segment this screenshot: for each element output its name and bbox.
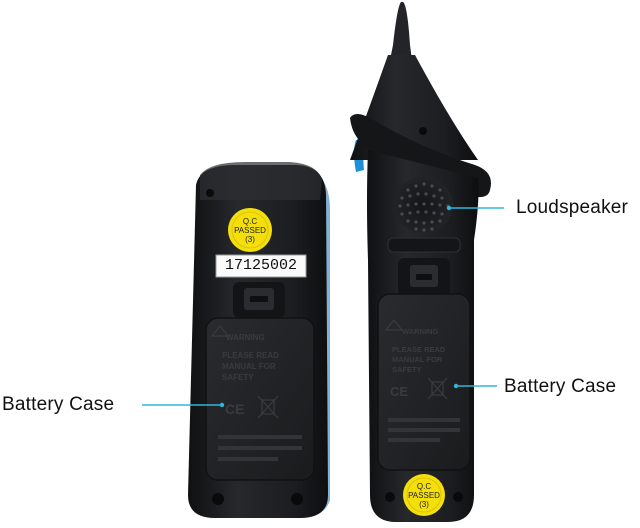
receiver-device: WARNING PLEASE READ MANUAL FOR SAFETY CE [188,162,330,518]
probe-warning-line-3: MANUAL FOR [392,355,443,364]
receiver-warning-line-1: WARNING [226,333,265,342]
receiver-qc-seal [228,208,272,252]
receiver-warning-line-2: PLEASE READ [222,351,279,360]
label-battery-case-right: Battery Case [504,376,617,397]
probe-qc-line-3: (3) [419,500,429,509]
probe-warning-line-2: PLEASE READ [392,345,446,354]
serial-sticker [215,254,307,278]
ce-mark-icon: CE [225,401,244,417]
probe-warning-line-4: SAFETY [392,365,422,374]
receiver-qc-line-2: PASSED [234,226,266,235]
receiver-warning-line-3: MANUAL FOR [222,362,276,371]
receiver-warning-line-4: SAFETY [222,373,254,382]
probe-warning-line-1: WARNING [402,327,438,336]
probe-weee-bin-icon [427,377,448,400]
receiver-qc-line-3: (3) [245,235,255,244]
probe-qc-seal [403,474,445,516]
serial-number: 17125002 [224,257,297,274]
probe-tip [390,1,412,60]
receiver-qc-seal-text: Q.C PASSED (3) [230,217,270,244]
receiver-qc-line-1: Q.C [242,217,258,226]
probe-qc-seal-text: Q.C PASSED (3) [404,482,444,509]
probe-slot [387,237,461,253]
label-loudspeaker: Loudspeaker [516,197,629,218]
probe-device: WARNING PLEASE READ MANUAL FOR SAFETY CE [350,1,491,522]
label-battery-case-left: Battery Case [2,394,115,415]
probe-ce-mark-icon: CE [390,384,408,399]
callout-leaders [142,205,504,408]
weee-bin-icon [257,395,279,419]
probe-battery-case [377,293,471,471]
probe-qc-line-2: PASSED [408,491,440,500]
probe-qc-line-1: Q.C [416,482,432,491]
loudspeaker-grill [393,177,453,233]
